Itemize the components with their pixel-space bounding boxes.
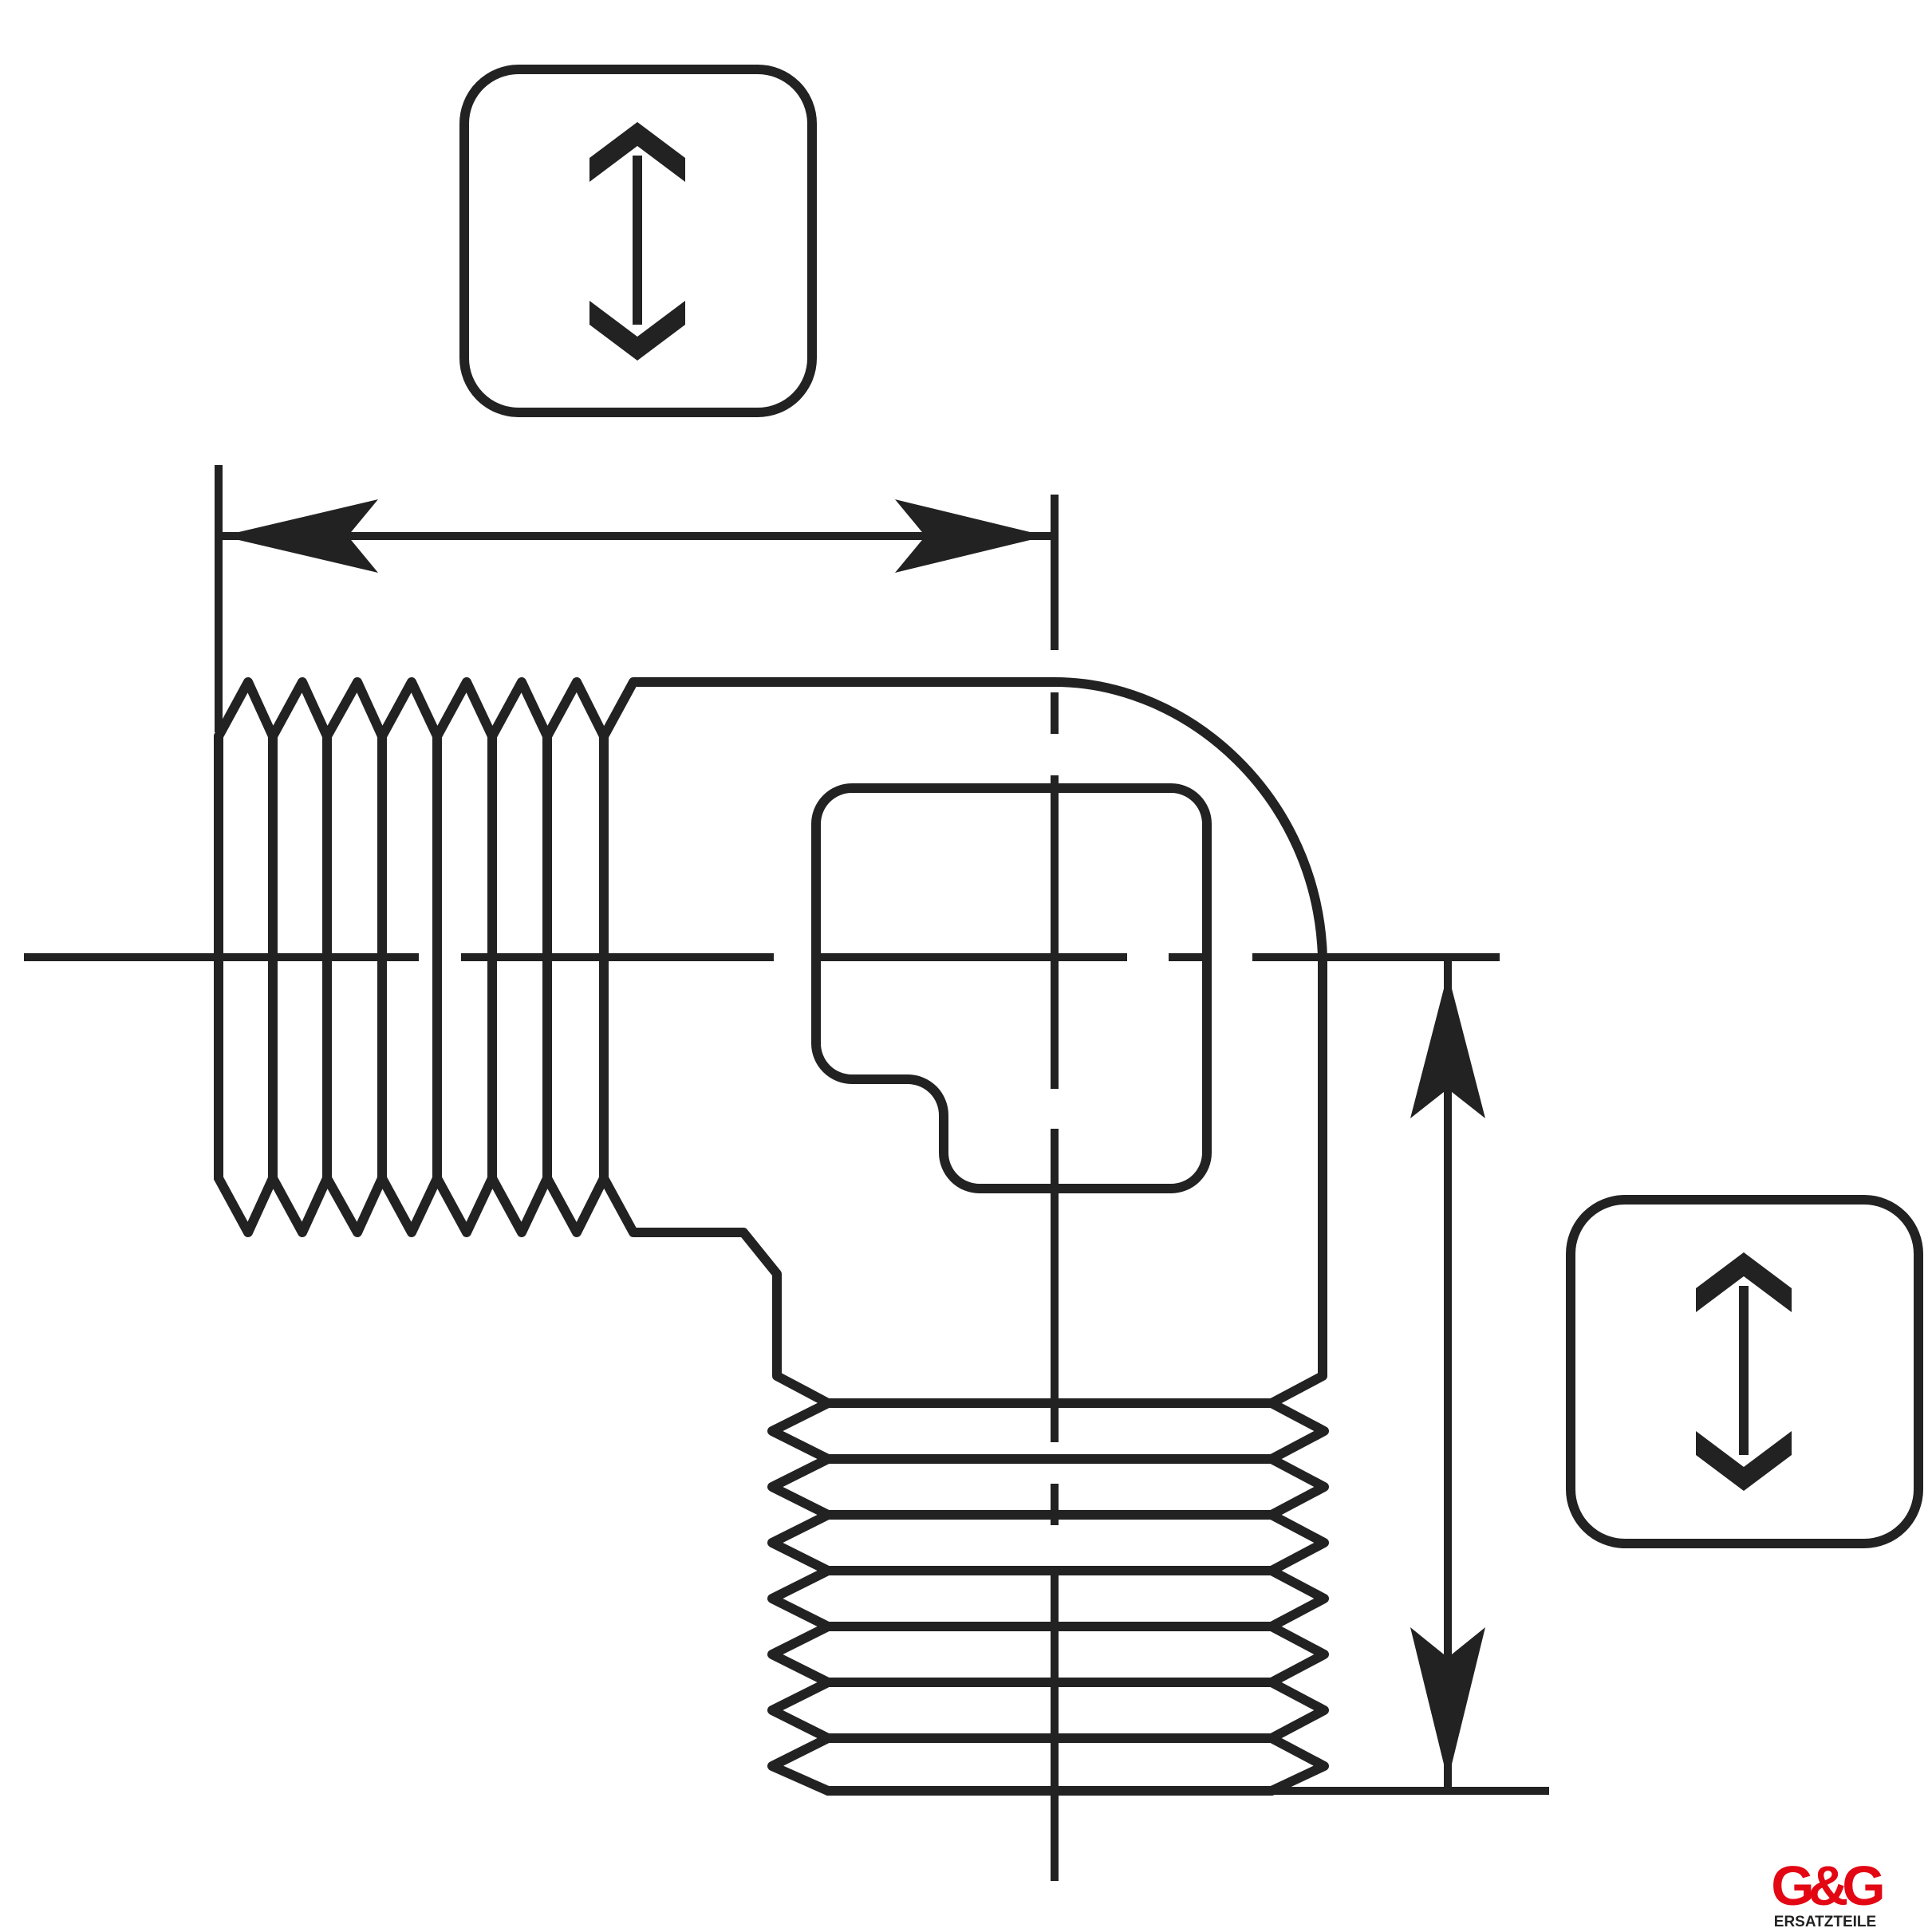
inner-socket-outline [811,783,1212,1193]
left-thread [214,677,609,1237]
vertical-dimension [1248,960,1549,1795]
dimension-arrowhead-right [895,499,1047,573]
dimension-arrowhead-bottom [1410,1627,1485,1780]
bottom-thread [767,1398,1329,1796]
double-arrow-vertical-icon [589,122,685,361]
dimension-symbol-right [1566,1195,1923,1548]
double-arrow-vertical-icon [1696,1252,1792,1491]
logo-tagline: ERSATZTEILE [1774,1914,1876,1930]
fitting-body-outline [599,677,1327,1408]
horizontal-dimension [215,465,1055,732]
dimension-symbol-top [459,65,817,417]
logo-mark: G&G [1771,1855,1883,1917]
brand-logo: G&G ERSATZTEILE [1771,1855,1889,1930]
dimension-arrowhead-left [222,499,378,573]
dimension-arrowhead-top [1410,973,1485,1118]
